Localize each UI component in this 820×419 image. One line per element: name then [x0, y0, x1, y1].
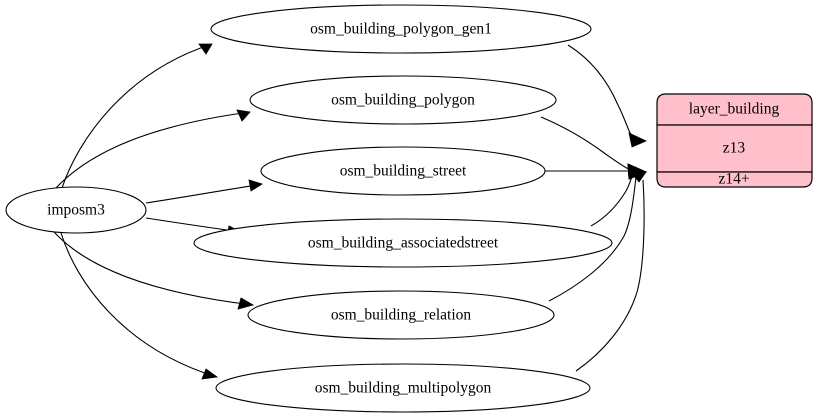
edge-path: [567, 44, 634, 140]
edge-path: [145, 183, 263, 204]
node-osm_building_multipolygon-label: osm_building_multipolygon: [315, 380, 492, 397]
edge-path: [60, 232, 218, 378]
node-osm_building_associatedstreet-label: osm_building_associatedstreet: [308, 235, 499, 252]
layer-building-row-z14plus-cell[interactable]: [656, 171, 813, 188]
arrow-head-icon: [198, 43, 213, 55]
edge-osm_building_multipolygon-to-layer_building-z14plus: [575, 171, 647, 372]
node-osm_building_polygon[interactable]: osm_building_polygon: [249, 75, 557, 125]
edge-imposm3-to-osm_building_street: [145, 179, 263, 204]
node-osm_building_polygon-shape[interactable]: [249, 75, 557, 125]
edge-imposm3-to-osm_building_multipolygon: [60, 232, 219, 380]
node-osm_building_polygon-label: osm_building_polygon: [331, 92, 475, 109]
node-osm_building_multipolygon-shape[interactable]: [215, 363, 591, 413]
node-osm_building_relation[interactable]: osm_building_relation: [247, 290, 555, 340]
edge-path: [575, 179, 645, 372]
node-imposm3[interactable]: imposm3: [5, 186, 147, 234]
node-osm_building_street-label: osm_building_street: [340, 163, 467, 180]
edge-osm_building_polygon_gen1-to-layer_building-z13: [567, 44, 647, 148]
node-layer_building[interactable]: layer_building z13 z14+: [656, 93, 813, 188]
edge-path: [61, 43, 213, 189]
edge-path: [54, 111, 251, 190]
layer-building-name-label: layer_building: [689, 101, 780, 118]
arrow-head-icon: [248, 179, 263, 192]
node-osm_building_street-shape[interactable]: [260, 146, 546, 196]
node-osm_building_polygon_gen1-label: osm_building_polygon_gen1: [310, 21, 492, 38]
edge-path: [540, 116, 633, 172]
node-imposm3-label: imposm3: [47, 202, 105, 219]
node-osm_building_relation-shape[interactable]: [247, 290, 555, 340]
edge-path: [590, 173, 634, 227]
arrow-head-icon: [630, 171, 647, 183]
arrow-head-icon: [628, 132, 647, 148]
node-osm_building_multipolygon[interactable]: osm_building_multipolygon: [215, 363, 591, 413]
edge-path: [548, 176, 637, 302]
layer-building-z14plus-label: z14+: [718, 171, 749, 188]
node-imposm3-shape[interactable]: [5, 186, 147, 234]
edge-imposm3-to-osm_building_polygon_gen1: [61, 43, 213, 189]
node-osm_building_associatedstreet-shape[interactable]: [193, 218, 613, 268]
node-osm_building_associatedstreet[interactable]: osm_building_associatedstreet: [193, 218, 613, 268]
arrow-head-icon: [201, 368, 219, 380]
node-osm_building_relation-label: osm_building_relation: [331, 307, 472, 324]
arrow-head-icon: [236, 109, 251, 122]
edge-imposm3-to-osm_building_polygon: [54, 109, 251, 190]
node-osm_building_street[interactable]: osm_building_street: [260, 146, 546, 196]
edge-group-tables-to-layer: [540, 44, 648, 372]
node-osm_building_polygon_gen1-shape[interactable]: [210, 4, 592, 54]
arrow-head-icon: [237, 297, 255, 310]
layer-building-z13-label: z13: [723, 140, 746, 157]
node-osm_building_polygon_gen1[interactable]: osm_building_polygon_gen1: [210, 4, 592, 54]
